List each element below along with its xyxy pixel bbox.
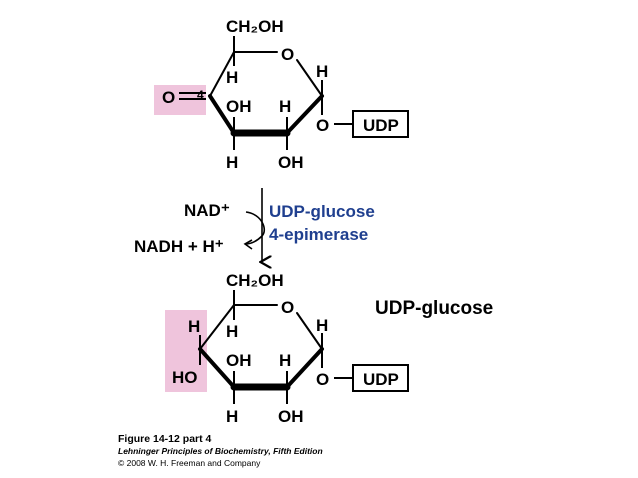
enzyme-name-line2: 4-epimerase (269, 225, 368, 244)
top-anomeric-h-label: H (316, 62, 328, 81)
top-udp-label: UDP (363, 116, 399, 135)
bottom-glycosidic-oxygen-label: O (316, 370, 329, 389)
top-substituent-bonds (179, 36, 353, 150)
bottom-c2-h-label: H (279, 351, 291, 370)
bottom-udp-label: UDP (363, 370, 399, 389)
top-ring (208, 51, 324, 137)
top-c2-oh-label: OH (278, 153, 304, 172)
copyright-notice: © 2008 W. H. Freeman and Company (118, 458, 261, 468)
top-ch2oh-label: CH₂OH (226, 17, 284, 36)
top-c5-h-label: H (226, 68, 238, 87)
bottom-ring-oxygen-label: O (281, 298, 294, 317)
top-carbon-number-label: 4 (197, 88, 204, 102)
reaction-step: NAD⁺ NADH + H⁺ UDP-glucose 4-epimerase (134, 188, 375, 262)
bottom-anomeric-h-label: H (316, 316, 328, 335)
bottom-c3-h-label: H (226, 407, 238, 426)
product-name-label: UDP-glucose (375, 298, 493, 319)
top-c3-h-label: H (226, 153, 238, 172)
top-ring-oxygen-label: O (281, 45, 294, 64)
bottom-c4-ho-label: HO (172, 368, 198, 387)
top-c3-oh-label: OH (226, 97, 252, 116)
bottom-ch2oh-label: CH₂OH (226, 271, 284, 290)
cofactor-curved-arrow (244, 211, 266, 245)
bottom-substituent-bonds (199, 290, 353, 404)
top-udp-box (352, 110, 409, 138)
top-c2-h-label: H (279, 97, 291, 116)
book-title: Lehninger Principles of Biochemistry, Fi… (118, 446, 323, 456)
bottom-c3-oh-label: OH (226, 351, 252, 370)
enzyme-name-line1: UDP-glucose (269, 202, 375, 221)
top-molecule: CH₂OH O H H O 4 OH H H OH O UDP (154, 17, 409, 172)
top-carbonyl-oxygen-label: O (162, 88, 175, 107)
top-glycosidic-oxygen-label: O (316, 116, 329, 135)
bottom-c2-oh-label: OH (278, 407, 304, 426)
bottom-c4-h-label: H (188, 317, 200, 336)
figure-caption: Figure 14-12 part 4 (118, 433, 212, 445)
bottom-ring (198, 304, 324, 391)
bottom-udp-box (352, 364, 409, 392)
bottom-molecule: CH₂OH O H H H HO OH H H OH O UDP UDP-glu… (165, 271, 493, 426)
nadh-label: NADH + H⁺ (134, 237, 224, 256)
bottom-c5-h-label: H (226, 322, 238, 341)
nad-label: NAD⁺ (184, 201, 230, 220)
